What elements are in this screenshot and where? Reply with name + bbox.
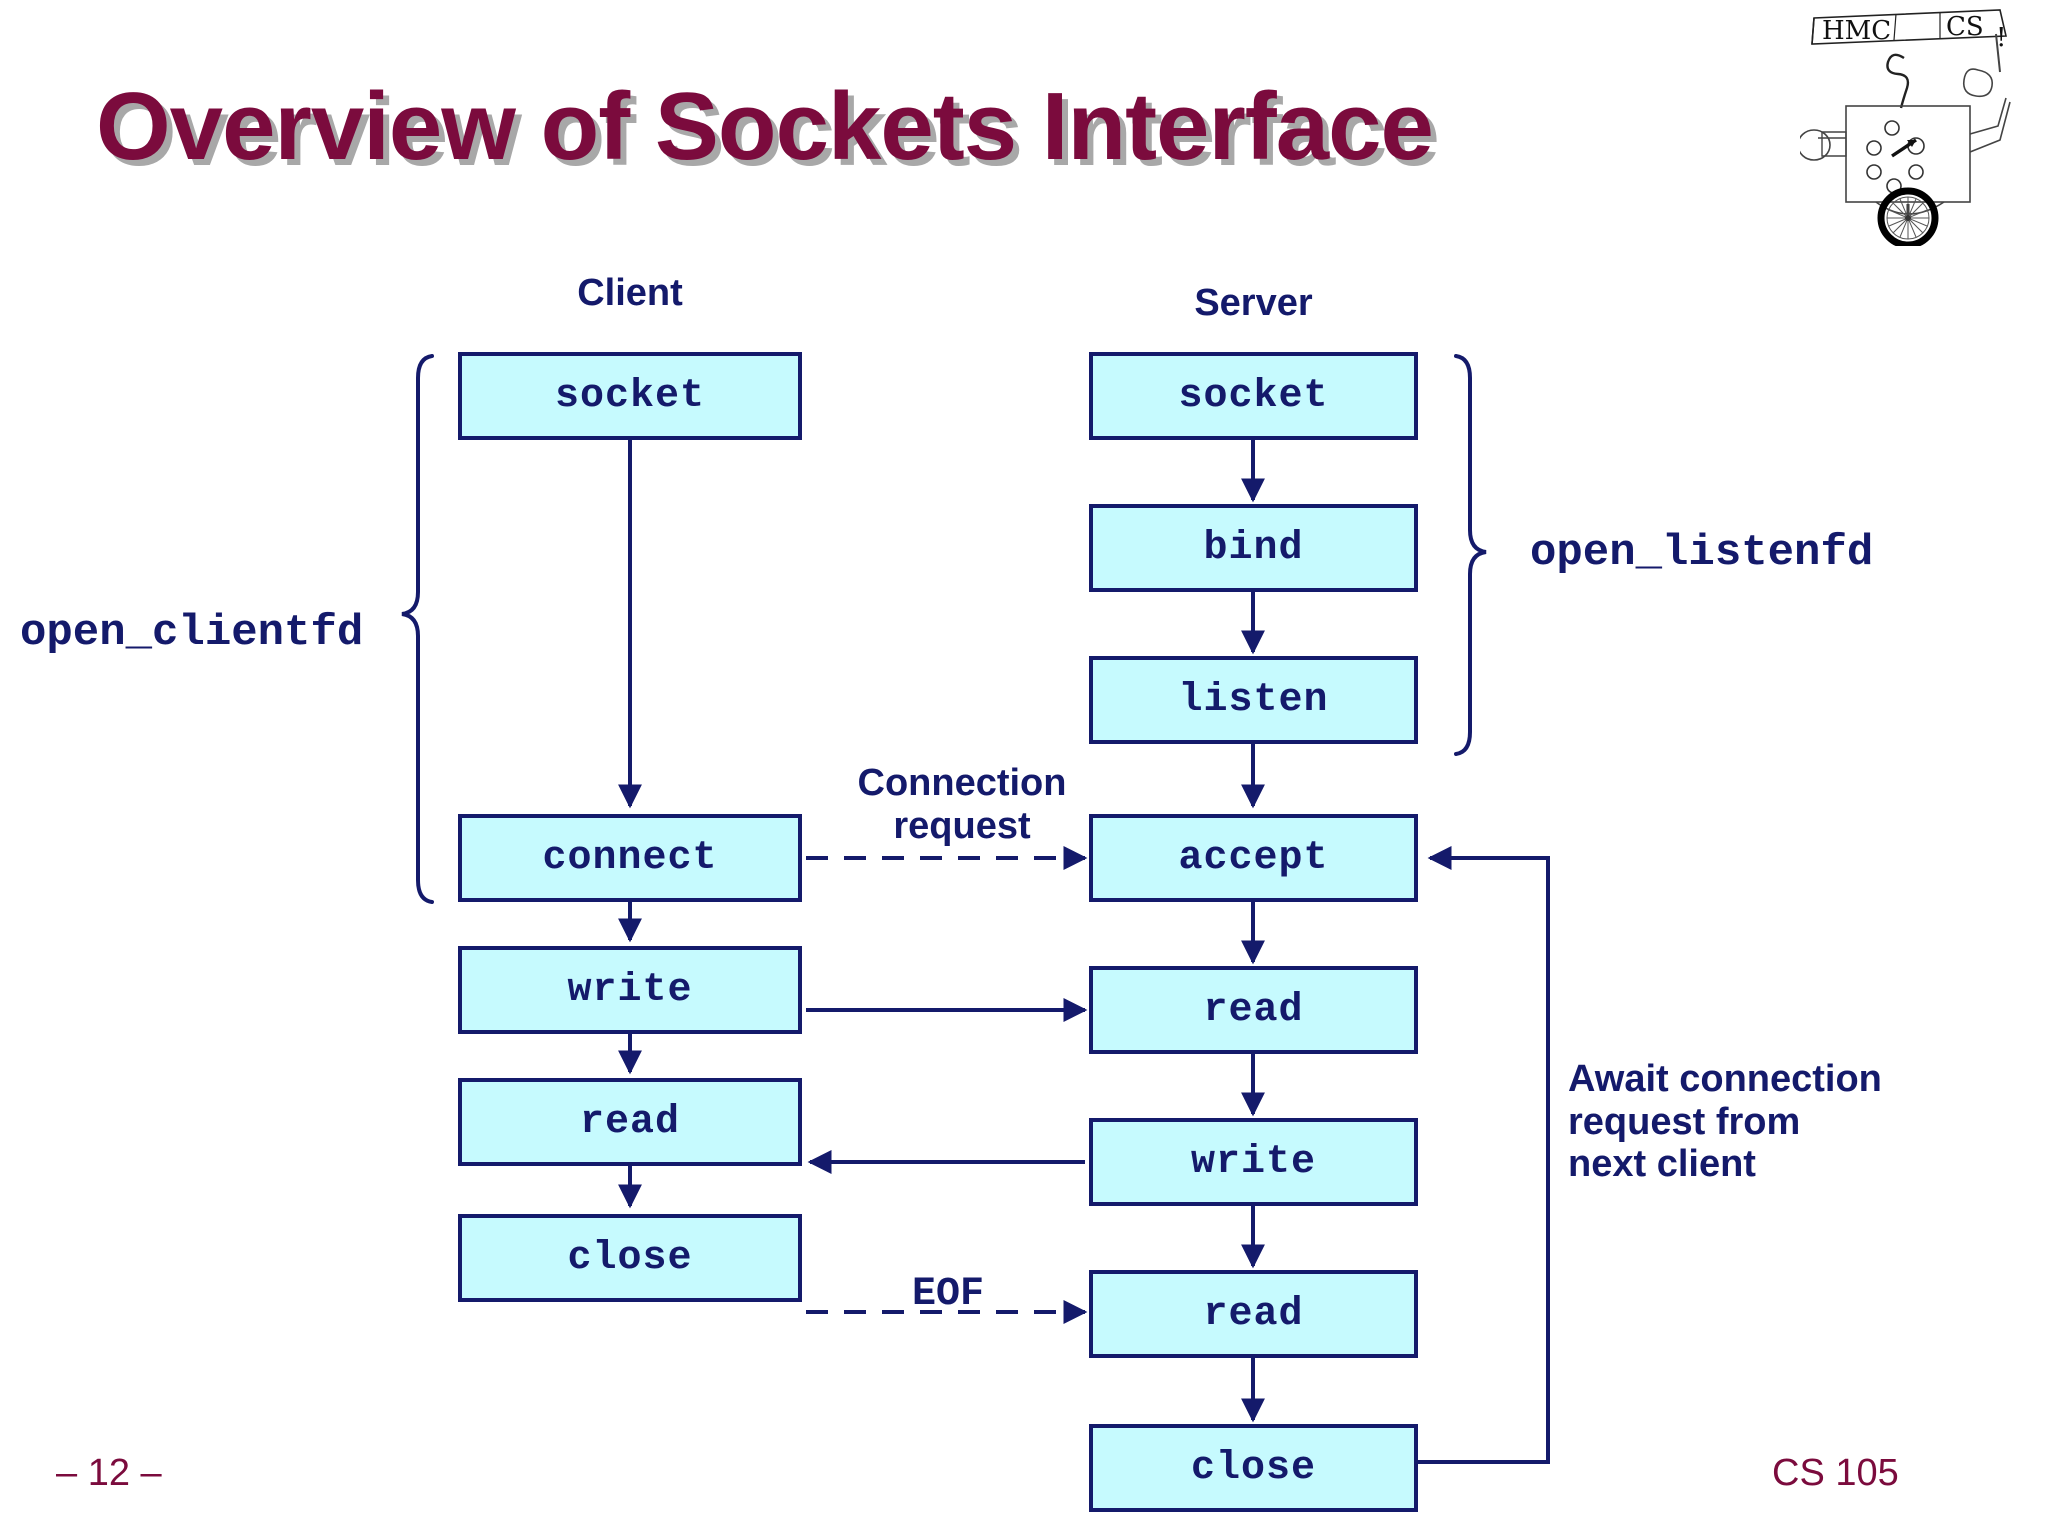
client-node-connect[interactable]: connect	[458, 814, 802, 902]
server-node-read[interactable]: read	[1089, 966, 1418, 1054]
server-node-accept[interactable]: accept	[1089, 814, 1418, 902]
client-node-write[interactable]: write	[458, 946, 802, 1034]
client-node-socket[interactable]: socket	[458, 352, 802, 440]
client-node-close[interactable]: close	[458, 1214, 802, 1302]
await-line-1: Await connection	[1568, 1058, 1882, 1100]
server-node-write[interactable]: write	[1089, 1118, 1418, 1206]
slide-page-number: – 12 –	[56, 1452, 162, 1494]
connection-request-line-2: request	[893, 804, 1031, 847]
open-clientfd-label: open_clientfd	[20, 608, 364, 658]
course-label: CS 105	[1772, 1452, 1899, 1494]
hmc-cs-logo: HMC CS !	[1797, 6, 2030, 249]
server-column-header: Server	[1194, 282, 1313, 324]
server-node-listen[interactable]: listen	[1089, 656, 1418, 744]
svg-text:CS: CS	[1946, 12, 1984, 42]
connection-request-line-1: Connection	[857, 762, 1067, 804]
server-node-bind[interactable]: bind	[1089, 504, 1418, 592]
await-line-2: request from	[1568, 1100, 1801, 1143]
svg-text:!: !	[1996, 23, 2006, 53]
connection-request-label: Connection request	[812, 762, 1112, 847]
open-listenfd-label: open_listenfd	[1530, 528, 1874, 578]
server-node-socket[interactable]: socket	[1089, 352, 1418, 440]
client-column-header: Client	[577, 272, 683, 314]
server-node-read-2[interactable]: read	[1089, 1270, 1418, 1358]
svg-text:HMC: HMC	[1822, 16, 1891, 46]
await-connection-note: Await connection request from next clien…	[1568, 1058, 1968, 1186]
server-node-close[interactable]: close	[1089, 1424, 1418, 1512]
client-node-read[interactable]: read	[458, 1078, 802, 1166]
page-title: Overview of Sockets Interface	[96, 73, 1434, 180]
eof-label: EOF	[912, 1272, 985, 1317]
await-line-3: next client	[1568, 1143, 1756, 1186]
